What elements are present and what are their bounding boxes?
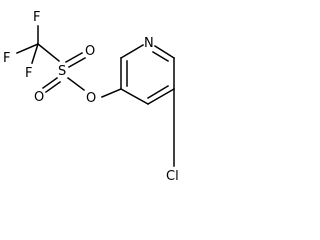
atom-f-lower: F	[25, 66, 32, 81]
ring-bond-n-c6-inner	[151, 50, 170, 63]
bond-s-o-ester	[66, 76, 86, 92]
atom-o-upper: O	[85, 44, 95, 59]
atom-n: N	[144, 36, 154, 51]
bond-s-o-upper-b	[67, 56, 87, 69]
ring-bond-c2-n	[119, 43, 145, 60]
bond-s-o-left-a	[41, 76, 59, 90]
atom-f-left: F	[3, 51, 10, 66]
bond-c-s	[36, 42, 61, 63]
bond-s-o-upper-a	[64, 51, 84, 64]
structure-diagram: F F F S O O O N Cl	[3, 10, 179, 184]
atom-s: S	[58, 64, 66, 79]
bond-o-ring	[101, 88, 122, 98]
bond-c-f-left	[16, 43, 39, 54]
atom-o-left: O	[34, 90, 44, 105]
ring-bond-c5-c4-inner	[146, 84, 170, 100]
atom-cl: Cl	[166, 169, 179, 184]
atom-f-top: F	[33, 10, 40, 25]
atom-o-ester: O	[86, 91, 96, 106]
ring-bond-c5-c4	[146, 87, 176, 106]
ring-bond-c4-c3	[119, 87, 150, 106]
bond-c-f-lower	[31, 43, 39, 64]
ring-bond-n-c6	[153, 44, 176, 60]
bond-s-o-left-b	[44, 80, 62, 94]
